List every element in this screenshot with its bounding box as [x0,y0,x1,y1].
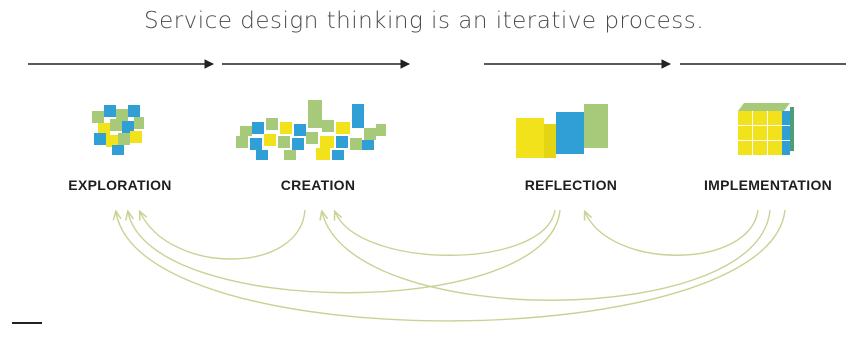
loop-implementation-to-reflection [585,210,759,256]
loop-reflection-to-creation [335,210,556,256]
iteration-loops [116,210,786,322]
divider-dash [12,322,42,324]
scattered-cubes-icon [236,100,386,160]
stage-label-reflection: REFLECTION [524,177,618,193]
stacked-cubes-icon [516,104,608,158]
loop-creation-to-exploration [140,210,306,260]
stage-label-implementation: IMPLEMENTATION [703,177,833,193]
solid-cube-icon [738,103,794,155]
page-title: Service design thinking is an iterative … [143,8,705,34]
stage-label-creation: CREATION [280,177,356,193]
cube-cluster-icon [92,105,144,155]
stage-label-exploration: EXPLORATION [68,177,172,193]
loop-implementation-to-exploration [116,210,786,322]
loop-implementation-to-creation [322,210,771,301]
loop-reflection-to-exploration [128,210,561,294]
